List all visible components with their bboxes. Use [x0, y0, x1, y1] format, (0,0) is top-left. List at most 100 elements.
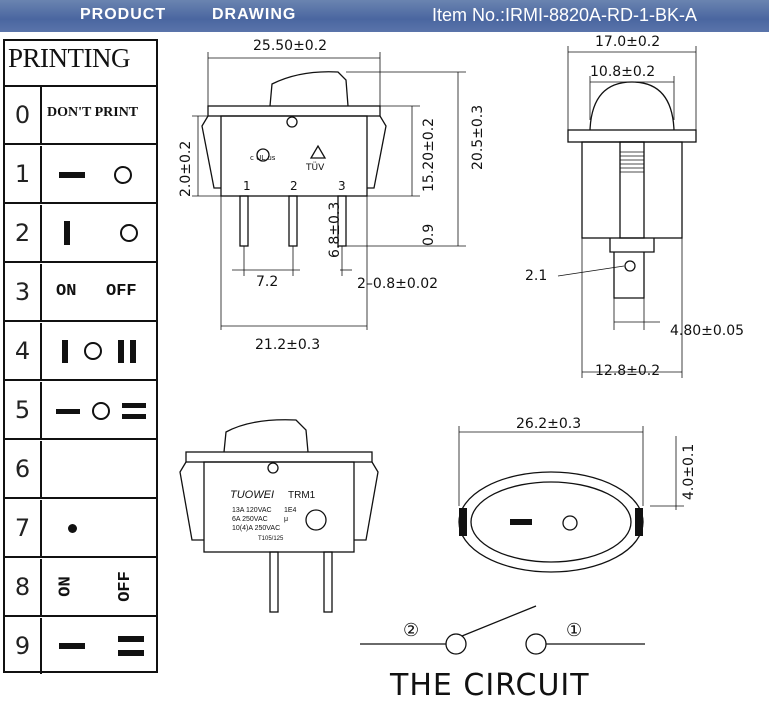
header-bar: PRODUCT DRAWING Item No.:IRMI-8820A-RD-1…	[0, 0, 769, 32]
circuit-node-right	[525, 633, 547, 655]
ul-mark	[256, 148, 270, 162]
printing-row-0: 0 DON'T PRINT	[5, 87, 156, 145]
rating-2b: μ	[284, 516, 288, 523]
dim-body-height: 15.20±0.2	[421, 118, 437, 192]
row-number: 2	[5, 205, 42, 261]
oval-right-terminal	[635, 508, 643, 536]
pin-outline	[239, 195, 249, 247]
printing-table: PRINTING 0 DON'T PRINT 1 2 3 ON OFF 4	[3, 39, 158, 674]
circuit-node-left	[445, 633, 467, 655]
dim-pin-len: 6.8±0.3	[327, 202, 343, 258]
bezel-outer	[458, 471, 644, 573]
model-label: TRM1	[288, 490, 316, 501]
pin-3-label: 3	[338, 179, 346, 193]
dont-print-label: DON'T PRINT	[47, 105, 139, 120]
double-dash-icon	[122, 414, 146, 419]
circuit-lever	[461, 605, 537, 637]
dim-base: 21.2±0.3	[255, 337, 320, 353]
flange-outline	[207, 105, 381, 117]
oval-left-terminal	[459, 508, 467, 536]
dim-hole: 2.1	[525, 268, 547, 284]
row-number: 5	[5, 382, 42, 438]
on-label: ON	[56, 282, 77, 301]
rating-1b: 1E4	[284, 507, 297, 514]
off-circle-icon	[120, 224, 138, 242]
printing-row-5: 5	[5, 382, 156, 440]
end-slot	[619, 141, 645, 239]
on-dash-icon	[56, 409, 80, 414]
oval-dim-depth: 4.0±0.1	[681, 444, 697, 500]
row-number: 4	[5, 323, 42, 379]
double-bar-icon	[118, 340, 124, 363]
brand-label: TUOWEI	[230, 489, 274, 501]
circuit-node-2-label: ②	[403, 620, 419, 641]
end-flange	[567, 129, 697, 143]
off-label: OFF	[106, 282, 137, 301]
safety-mark	[305, 509, 327, 531]
left-clip-outline	[201, 115, 221, 189]
printing-row-7: 7	[5, 500, 156, 558]
on-bar-icon	[64, 221, 70, 245]
rating-1: 13A 120VAC	[232, 507, 272, 514]
dim-pitch: 7.2	[256, 274, 278, 290]
oval-off-circle	[562, 515, 578, 531]
front-left-clip	[179, 461, 204, 541]
row-number: 7	[5, 500, 42, 556]
tuv-label: TÜV	[305, 162, 325, 173]
front-body	[203, 461, 355, 553]
row-number: 6	[5, 441, 42, 497]
bezel-inner	[470, 481, 632, 563]
circuit-node-1-label: ①	[566, 620, 582, 641]
oval-on-dash-icon	[510, 519, 532, 525]
off-circle-icon	[114, 166, 132, 184]
header-item-number: Item No.:IRMI-8820A-RD-1-BK-A	[432, 5, 698, 25]
double-dash-icon	[118, 650, 144, 656]
end-slot-hatch	[620, 151, 644, 173]
rating-3: 10(4)A 250VAC	[232, 525, 280, 532]
header-drawing-label: DRAWING	[212, 6, 297, 23]
rocker-outline	[269, 71, 349, 107]
printing-row-2: 2	[5, 205, 156, 263]
front-pin	[269, 551, 279, 613]
tuv-triangle	[309, 144, 327, 159]
row-number: 0	[5, 87, 42, 143]
rating-2: 6A 250VAC	[232, 516, 268, 523]
on-dash-icon	[59, 643, 85, 649]
pin-1-label: 1	[243, 179, 251, 193]
rating-4: T105/125	[258, 536, 284, 542]
dim-tab: 4.80±0.05	[670, 323, 744, 339]
double-dash-icon	[118, 636, 144, 642]
on-dash-icon	[59, 172, 85, 178]
dim-height-total: 20.5±0.3	[470, 105, 486, 170]
off-circle-icon	[92, 402, 110, 420]
screw-outline	[286, 116, 298, 128]
dim-pin: 2–0.8±0.02	[357, 276, 438, 292]
front-rocker	[223, 419, 309, 453]
front-flange	[185, 451, 373, 463]
on-bar-icon	[62, 340, 68, 363]
ul-label: c UL us	[250, 154, 276, 162]
off-circle-icon	[84, 342, 102, 360]
circuit-title: THE CIRCUIT	[390, 668, 590, 703]
dot-icon	[68, 524, 77, 533]
printing-title: PRINTING	[5, 41, 156, 87]
pin-2-label: 2	[290, 179, 298, 193]
end-rocker-dome	[589, 81, 675, 131]
front-right-clip	[354, 461, 379, 541]
dim-gap: 0.9	[421, 224, 437, 246]
row-number: 8	[5, 559, 42, 615]
printing-row-3: 3 ON OFF	[5, 264, 156, 322]
pin-outline	[288, 195, 298, 247]
oval-dim-width: 26.2±0.3	[516, 416, 581, 432]
dim-inner: 10.8±0.2	[590, 64, 655, 80]
printing-row-4: 4	[5, 323, 156, 381]
dim-side: 2.0±0.2	[178, 141, 194, 197]
right-clip-outline	[367, 115, 387, 189]
end-tab	[613, 252, 645, 299]
double-bar-icon	[130, 340, 136, 363]
row-number: 3	[5, 264, 42, 320]
row-number: 1	[5, 146, 42, 202]
dim-outer: 17.0±0.2	[595, 34, 660, 50]
front-pin	[323, 551, 333, 613]
